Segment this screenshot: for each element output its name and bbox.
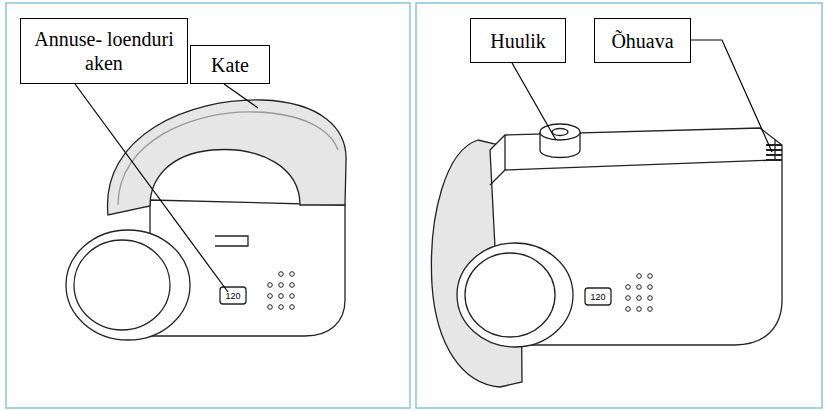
callout-box: Kate <box>190 45 270 84</box>
dose-count: 120 <box>221 291 245 301</box>
vent-dot <box>626 307 631 312</box>
vent-dot <box>648 296 653 301</box>
vent-dot <box>290 305 295 310</box>
closed-inhaler <box>66 100 346 340</box>
vent-dot <box>279 305 284 310</box>
vent-dot <box>626 296 631 301</box>
vent-dot <box>279 294 284 299</box>
vent-dot <box>626 285 631 290</box>
callout-text: Õhuava <box>611 29 673 53</box>
vent-dot <box>290 294 295 299</box>
vent-dot <box>648 307 653 312</box>
vent-dot <box>290 272 295 277</box>
vent-dot <box>290 283 295 288</box>
callout-text: Annuse- loenduri aken <box>34 27 174 75</box>
vent-dot <box>637 285 642 290</box>
callout-box: Huulik <box>470 18 566 63</box>
open-inhaler <box>431 124 782 387</box>
vent-dot <box>637 296 642 301</box>
vent-dot <box>279 283 284 288</box>
panel-frame <box>416 3 822 408</box>
vent-dot <box>637 274 642 279</box>
dose-count: 120 <box>586 292 610 302</box>
vent-dot <box>648 285 653 290</box>
vent-dot <box>268 305 273 310</box>
vent-dot <box>268 283 273 288</box>
callout-text: Huulik <box>490 29 546 53</box>
callout-box: Õhuava <box>594 18 691 63</box>
callout-text: Kate <box>211 53 249 77</box>
callout-box: Annuse- loenduri aken <box>20 18 188 84</box>
vent-dot <box>648 274 653 279</box>
panel-frame <box>6 3 410 408</box>
vent-dot <box>279 272 284 277</box>
vent-dot <box>268 294 273 299</box>
vent-dot <box>637 307 642 312</box>
